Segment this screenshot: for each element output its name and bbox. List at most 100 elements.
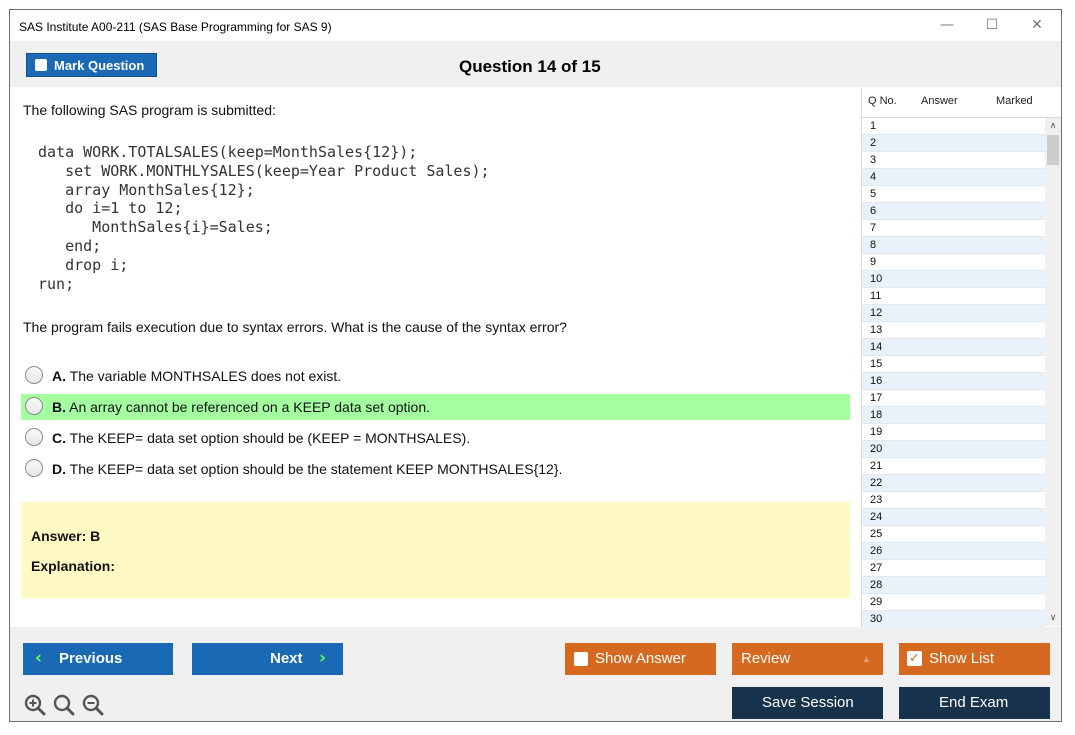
zoom-in-icon[interactable] bbox=[24, 694, 46, 716]
question-list-row[interactable]: 27 bbox=[862, 560, 1045, 577]
question-list-row[interactable]: 21 bbox=[862, 458, 1045, 475]
show-answer-label: Show Answer bbox=[595, 650, 686, 667]
question-number: 18 bbox=[870, 409, 883, 421]
question-list-row[interactable]: 19 bbox=[862, 424, 1045, 441]
maximize-button[interactable]: ☐ bbox=[985, 17, 999, 33]
option-text: A. The variable MONTHSALES does not exis… bbox=[52, 368, 341, 384]
mark-question-button[interactable]: Mark Question bbox=[26, 53, 157, 77]
review-dropdown[interactable]: Review ▲ bbox=[732, 643, 883, 675]
question-intro: The following SAS program is submitted: bbox=[23, 102, 276, 118]
scroll-down-icon[interactable]: ∨ bbox=[1049, 613, 1057, 623]
footer-bar: ‹ Previous Next › Show Answer Review ▲ ✓… bbox=[10, 627, 1061, 721]
question-list-row[interactable]: 1 bbox=[862, 118, 1045, 135]
question-number: 28 bbox=[870, 579, 883, 591]
question-number: 27 bbox=[870, 562, 883, 574]
question-number: 5 bbox=[870, 188, 877, 200]
question-list-row[interactable]: 16 bbox=[862, 373, 1045, 390]
close-button[interactable]: ✕ bbox=[1031, 17, 1043, 33]
mark-question-label: Mark Question bbox=[54, 58, 145, 73]
question-number: 30 bbox=[870, 613, 883, 625]
search-icon[interactable] bbox=[53, 694, 75, 716]
option-text: C. The KEEP= data set option should be (… bbox=[52, 430, 470, 446]
question-list-row[interactable]: 18 bbox=[862, 407, 1045, 424]
question-number: 8 bbox=[870, 239, 877, 251]
question-list-row[interactable]: 7 bbox=[862, 220, 1045, 237]
question-list-row[interactable]: 2 bbox=[862, 135, 1045, 152]
question-list-row[interactable]: 29 bbox=[862, 594, 1045, 611]
code-line: drop i; bbox=[38, 255, 129, 274]
code-line: data WORK.TOTALSALES(keep=MonthSales{12}… bbox=[38, 143, 418, 161]
question-number: 19 bbox=[870, 426, 883, 438]
question-number: 9 bbox=[870, 256, 877, 268]
option-b[interactable]: B. An array cannot be referenced on a KE… bbox=[21, 394, 850, 420]
next-button[interactable]: Next › bbox=[192, 643, 343, 675]
question-number: 6 bbox=[870, 205, 877, 217]
zoom-out-icon[interactable] bbox=[82, 694, 104, 716]
question-list-row[interactable]: 26 bbox=[862, 543, 1045, 560]
option-letter: C. bbox=[52, 430, 66, 446]
column-header-marked[interactable]: Marked bbox=[996, 95, 1033, 107]
question-counter: Question 14 of 15 bbox=[459, 57, 601, 76]
dropdown-arrow-icon: ▲ bbox=[862, 654, 871, 664]
question-list-row[interactable]: 25 bbox=[862, 526, 1045, 543]
column-header-answer[interactable]: Answer bbox=[921, 95, 958, 107]
previous-label: Previous bbox=[59, 650, 123, 667]
question-list-row[interactable]: 17 bbox=[862, 390, 1045, 407]
option-a[interactable]: A. The variable MONTHSALES does not exis… bbox=[21, 363, 850, 389]
radio-button[interactable] bbox=[25, 428, 43, 446]
question-list-row[interactable]: 12 bbox=[862, 305, 1045, 322]
option-label: The KEEP= data set option should be the … bbox=[69, 461, 563, 477]
show-answer-button[interactable]: Show Answer bbox=[565, 643, 716, 675]
column-header-qno[interactable]: Q No. bbox=[868, 95, 897, 107]
radio-button[interactable] bbox=[25, 397, 43, 415]
question-list-row[interactable]: 23 bbox=[862, 492, 1045, 509]
question-list-row[interactable]: 3 bbox=[862, 152, 1045, 169]
question-list-row[interactable]: 8 bbox=[862, 237, 1045, 254]
scroll-thumb[interactable] bbox=[1047, 135, 1059, 165]
answer-text: Answer: B bbox=[31, 528, 101, 544]
question-list-row[interactable]: 30 bbox=[862, 611, 1045, 628]
save-session-label: Save Session bbox=[762, 694, 854, 711]
question-number: 16 bbox=[870, 375, 883, 387]
code-line: array MonthSales{12}; bbox=[38, 180, 255, 199]
radio-button[interactable] bbox=[25, 459, 43, 477]
question-number: 20 bbox=[870, 443, 883, 455]
question-list-row[interactable]: 28 bbox=[862, 577, 1045, 594]
option-d[interactable]: D. The KEEP= data set option should be t… bbox=[21, 456, 850, 482]
question-list-row[interactable]: 4 bbox=[862, 169, 1045, 186]
end-exam-button[interactable]: End Exam bbox=[899, 687, 1050, 719]
question-list-row[interactable]: 14 bbox=[862, 339, 1045, 356]
scrollbar[interactable]: ∧ ∨ bbox=[1045, 118, 1061, 626]
question-list-row[interactable]: 11 bbox=[862, 288, 1045, 305]
question-number: 21 bbox=[870, 460, 883, 472]
question-number: 25 bbox=[870, 528, 883, 540]
question-list-row[interactable]: 20 bbox=[862, 441, 1045, 458]
question-list-row[interactable]: 10 bbox=[862, 271, 1045, 288]
question-list-row[interactable]: 22 bbox=[862, 475, 1045, 492]
previous-button[interactable]: ‹ Previous bbox=[23, 643, 173, 675]
question-number: 15 bbox=[870, 358, 883, 370]
question-number: 3 bbox=[870, 154, 877, 166]
question-number: 22 bbox=[870, 477, 883, 489]
option-c[interactable]: C. The KEEP= data set option should be (… bbox=[21, 425, 850, 451]
minimize-button[interactable]: — bbox=[940, 17, 954, 33]
option-letter: D. bbox=[52, 461, 66, 477]
question-list-row[interactable]: 9 bbox=[862, 254, 1045, 271]
radio-button[interactable] bbox=[25, 366, 43, 384]
question-list-row[interactable]: 13 bbox=[862, 322, 1045, 339]
question-number: 17 bbox=[870, 392, 883, 404]
show-list-label: Show List bbox=[929, 650, 995, 667]
option-label: The KEEP= data set option should be (KEE… bbox=[69, 430, 471, 446]
show-list-button[interactable]: ✓ Show List bbox=[899, 643, 1050, 675]
code-line: MonthSales{i}=Sales; bbox=[38, 218, 273, 237]
question-list-row[interactable]: 6 bbox=[862, 203, 1045, 220]
question-list-row[interactable]: 24 bbox=[862, 509, 1045, 526]
scroll-up-icon[interactable]: ∧ bbox=[1049, 121, 1057, 131]
question-list-row[interactable]: 5 bbox=[862, 186, 1045, 203]
title-bar: SAS Institute A00-211 (SAS Base Programm… bbox=[10, 10, 1061, 41]
code-block: data WORK.TOTALSALES(keep=MonthSales{12}… bbox=[38, 143, 490, 293]
save-session-button[interactable]: Save Session bbox=[732, 687, 883, 719]
question-list-row[interactable]: 15 bbox=[862, 356, 1045, 373]
